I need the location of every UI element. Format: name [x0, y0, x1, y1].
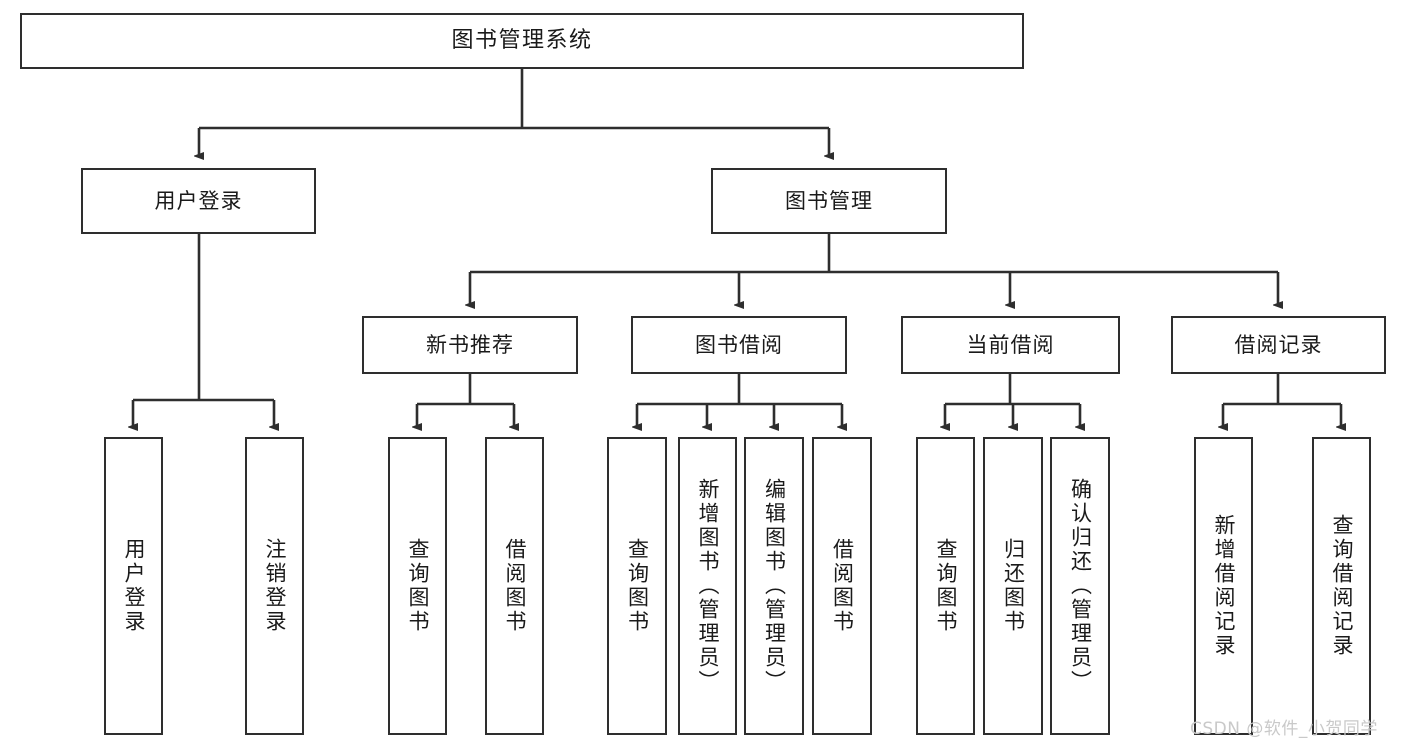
node-user-login[interactable]: 用户登录	[81, 168, 316, 234]
node-label: 借阅图书	[830, 538, 855, 634]
leaf-borrow-record-add[interactable]: 新增借阅记录	[1194, 437, 1253, 735]
leaf-user-login-logout[interactable]: 注销登录	[245, 437, 304, 735]
node-label: 借阅图书	[503, 538, 527, 634]
leaf-new-book-query[interactable]: 查询图书	[388, 437, 447, 735]
node-label: 查询图书	[934, 538, 958, 634]
node-borrow-record[interactable]: 借阅记录	[1171, 316, 1386, 374]
leaf-new-book-borrow[interactable]: 借阅图书	[485, 437, 544, 735]
node-new-book-recommend[interactable]: 新书推荐	[362, 316, 578, 374]
node-root-system[interactable]: 图书管理系统	[20, 13, 1024, 69]
node-label: 归还图书	[1001, 538, 1026, 634]
node-label: 新增图书（管理员）	[696, 478, 720, 694]
node-label: 编辑图书（管理员）	[762, 478, 787, 694]
leaf-current-borrow-return[interactable]: 归还图书	[983, 437, 1043, 735]
node-label: 查询图书	[625, 538, 650, 634]
leaf-book-borrow-query[interactable]: 查询图书	[607, 437, 667, 735]
leaf-user-login-login[interactable]: 用户登录	[104, 437, 163, 735]
node-label: 图书借阅	[695, 332, 783, 357]
leaf-current-borrow-confirm-return[interactable]: 确认归还（管理员）	[1050, 437, 1110, 735]
csdn-watermark: CSDN @软件_小贺同学	[1190, 719, 1378, 739]
leaf-borrow-record-query[interactable]: 查询借阅记录	[1312, 437, 1371, 735]
node-label: 新书推荐	[426, 332, 514, 357]
node-label: 当前借阅	[966, 332, 1055, 357]
node-label: 查询借阅记录	[1330, 514, 1354, 658]
node-label: 注销登录	[263, 538, 287, 634]
node-label: 查询图书	[406, 538, 430, 634]
node-label: 用户登录	[122, 538, 146, 634]
leaf-current-borrow-query[interactable]: 查询图书	[916, 437, 975, 735]
node-label: 确认归还（管理员）	[1068, 478, 1093, 694]
node-label: 用户登录	[154, 188, 243, 213]
node-current-borrow[interactable]: 当前借阅	[901, 316, 1120, 374]
node-book-borrow[interactable]: 图书借阅	[631, 316, 847, 374]
node-label: 借阅记录	[1234, 332, 1323, 357]
node-label: 新增借阅记录	[1212, 514, 1236, 658]
leaf-book-borrow-edit[interactable]: 编辑图书（管理员）	[744, 437, 804, 735]
leaf-book-borrow-borrow[interactable]: 借阅图书	[812, 437, 872, 735]
node-label: 图书管理系统	[451, 28, 593, 54]
node-label: 图书管理	[785, 188, 873, 213]
leaf-book-borrow-add[interactable]: 新增图书（管理员）	[678, 437, 737, 735]
node-book-management[interactable]: 图书管理	[711, 168, 947, 234]
